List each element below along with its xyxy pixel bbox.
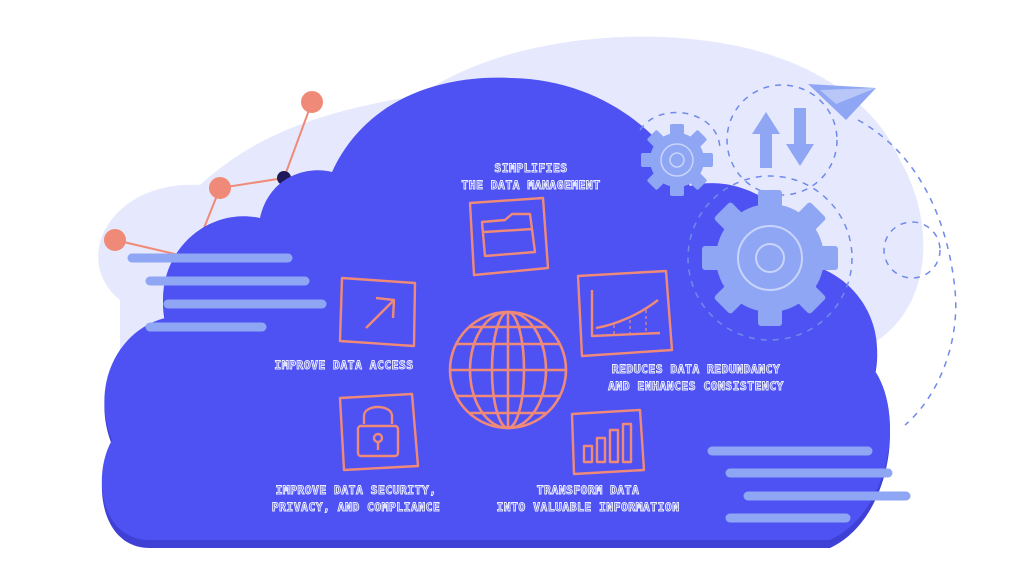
arrow-up-right-icon (338, 276, 417, 348)
padlock-icon (338, 392, 420, 472)
label-simplifies-line2: THE DATA MANAGEMENT (461, 178, 600, 192)
node-dot (209, 177, 231, 199)
paper-plane-icon (808, 84, 876, 120)
label-transform-line2: INTO VALUABLE INFORMATION (496, 500, 679, 514)
label-redundancy-line1: REDUCES DATA REDUNDANCY (612, 362, 780, 376)
globe-icon (448, 310, 568, 430)
folder-icon (468, 196, 550, 277)
stripes-left (127, 253, 327, 332)
node-chain (104, 91, 323, 259)
gear-icon (702, 190, 838, 326)
node-dot (301, 91, 323, 113)
label-security-line2: PRIVACY, AND COMPLIANCE (272, 500, 440, 514)
cloud-body (101, 77, 891, 540)
bar-chart-icon (570, 408, 646, 476)
label-security-line1: IMPROVE DATA SECURITY, (275, 483, 436, 497)
stripes-right (707, 446, 911, 523)
label-redundancy-line2: AND ENHANCES CONSISTENCY (608, 379, 784, 393)
label-improve-access: IMPROVE DATA ACCESS (274, 358, 413, 372)
gear-icon (641, 124, 713, 196)
line-chart-icon (576, 269, 674, 358)
label-simplifies-line1: SIMPLIFIES (494, 161, 567, 175)
label-transform-line1: TRANSFORM DATA (537, 483, 640, 497)
node-dot (104, 229, 126, 251)
sync-arrows-icon (752, 108, 814, 168)
